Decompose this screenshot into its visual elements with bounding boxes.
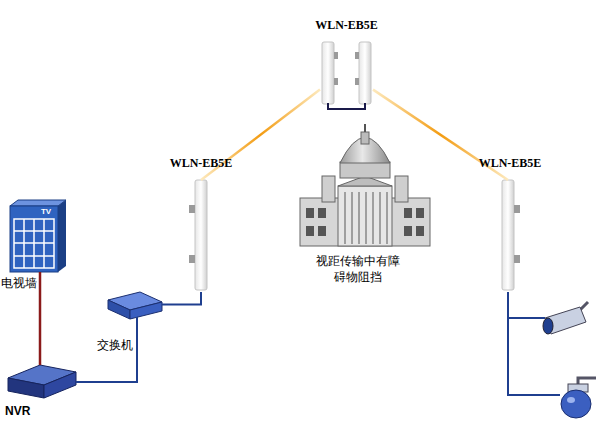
camera-highlight [567, 397, 575, 403]
wireless-bridge: WLN-EB5E [499, 180, 517, 292]
building-lantern [361, 132, 369, 144]
camera-dome [561, 390, 591, 418]
bullet-camera-icon [543, 302, 588, 334]
antenna-panel [322, 42, 334, 104]
tv-wall-grid [14, 219, 54, 268]
antenna-panel [502, 180, 514, 290]
mount-tab [334, 52, 338, 59]
mount-tab [189, 255, 195, 263]
device-label: 电视墙 [1, 276, 49, 290]
building-drum [340, 162, 390, 178]
screen-label: TV [34, 207, 58, 217]
switch-icon [108, 292, 162, 319]
device-label: WLN-EB5E [465, 156, 555, 170]
bridge-icon [189, 180, 207, 290]
mount-tab [514, 255, 520, 263]
building-tower [395, 176, 408, 202]
nvr-front [8, 378, 44, 398]
tv-wall: TV电视墙 [10, 200, 66, 272]
network-cable [162, 292, 201, 305]
network-switch: 交换机 [108, 292, 162, 317]
antenna-panel [195, 180, 207, 290]
bridge-pair-icon [322, 42, 371, 109]
building-columns [345, 192, 387, 244]
tv-wall-front [10, 206, 58, 272]
antenna-panel [359, 42, 371, 104]
mount-tab [514, 205, 520, 213]
nvr-icon [8, 365, 76, 398]
nvr-side [44, 372, 76, 398]
building-obstacle [300, 124, 430, 246]
tv-wall-icon [10, 200, 66, 272]
obstacle-caption: 视距传输中有障碍物阻挡 [314, 254, 402, 285]
building-portico [338, 186, 392, 246]
mount-tab [189, 205, 195, 213]
device-label: 交换机 [97, 338, 145, 352]
mount-tab [355, 52, 359, 59]
wireless-bridge: WLN-EB5E [320, 42, 373, 110]
wireless-bridge: WLN-EB5E [192, 180, 210, 292]
building-spire [364, 124, 366, 132]
mount-tab [334, 78, 338, 85]
mount-tab [355, 78, 359, 85]
camera-lens [543, 318, 553, 334]
tv-wall-side [58, 200, 66, 272]
device-label: WLN-EB5E [156, 156, 246, 170]
dome-camera-icon [561, 378, 596, 418]
bridge-icon [502, 180, 520, 290]
nvr-recorder: NVR [8, 365, 76, 400]
switch-side [130, 302, 162, 319]
switch-front [108, 300, 130, 319]
camera-cable [508, 292, 560, 395]
building-tower [322, 176, 335, 202]
device-label: NVR [5, 404, 45, 418]
mount-bracket [328, 103, 365, 109]
video-cable [39, 272, 42, 365]
building-windows [306, 208, 424, 236]
tv-wall-top [10, 200, 66, 206]
device-label: WLN-EB5E [310, 18, 383, 32]
